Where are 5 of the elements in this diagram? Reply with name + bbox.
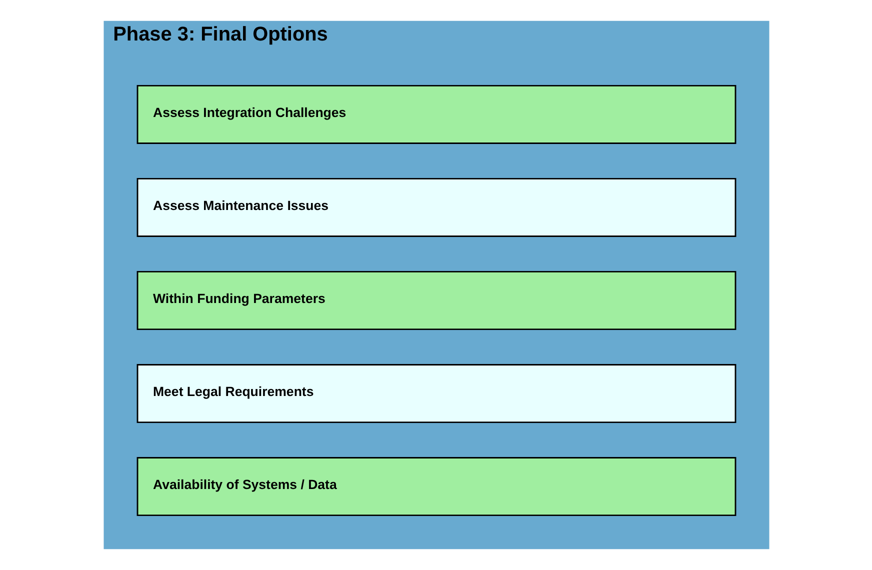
node-box: Availability of Systems / Data <box>136 457 736 516</box>
node-box: Assess Maintenance Issues <box>136 178 736 237</box>
node-box: Assess Integration Challenges <box>136 84 736 144</box>
node-box: Within Funding Parameters <box>136 270 736 330</box>
node-box: Meet Legal Requirements <box>136 364 736 424</box>
